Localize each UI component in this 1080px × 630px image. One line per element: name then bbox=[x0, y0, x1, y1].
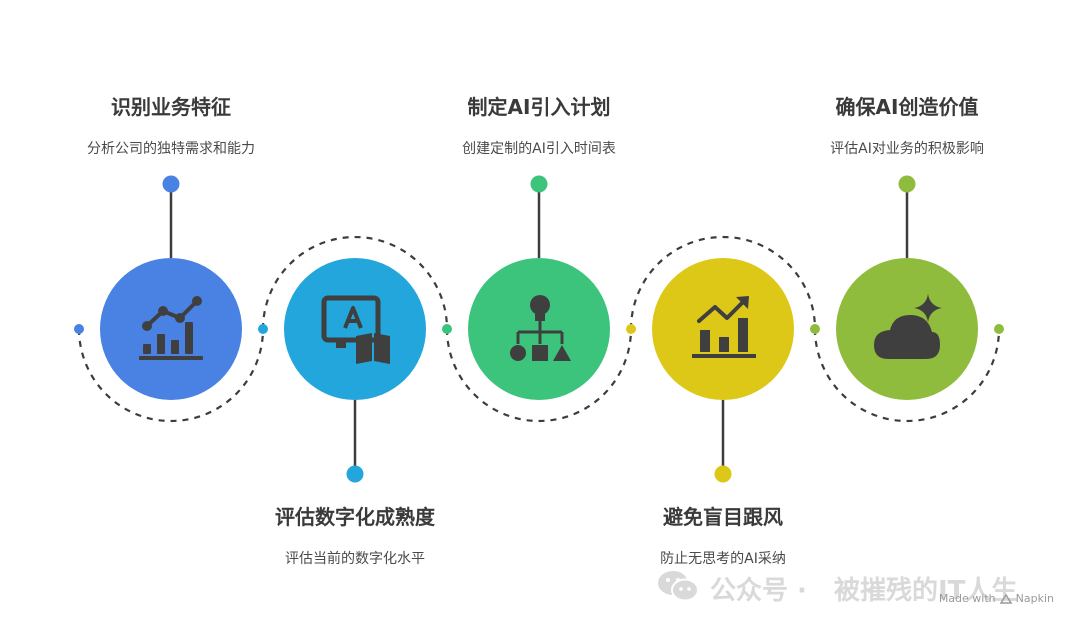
connector-dot bbox=[258, 324, 268, 334]
stem-dot bbox=[898, 175, 916, 193]
step-title: 识别业务特征 bbox=[111, 95, 231, 119]
connector-arc bbox=[77, 328, 265, 423]
napkin-brand: Napkin bbox=[1015, 592, 1054, 605]
step-desc: 评估当前的数字化水平 bbox=[285, 551, 425, 567]
made-with-credit: Made with Napkin bbox=[939, 592, 1054, 605]
step-icons bbox=[139, 294, 942, 364]
stem-dot bbox=[530, 175, 548, 193]
label-stems bbox=[162, 175, 916, 483]
connector-arc bbox=[629, 235, 817, 330]
connector-dot bbox=[626, 324, 636, 334]
step-title: 评估数字化成熟度 bbox=[275, 505, 435, 529]
connector-arc bbox=[261, 235, 449, 330]
connector-dot bbox=[994, 324, 1004, 334]
step-label: 制定AI引入计划创建定制的AI引入时间表 bbox=[419, 91, 659, 158]
connector-dots bbox=[74, 324, 1004, 334]
connector-dot bbox=[810, 324, 820, 334]
step-label: 避免盲目跟风防止无思考的AI采纳 bbox=[603, 501, 843, 568]
bar-trend-up-icon bbox=[692, 296, 756, 358]
stem-dot bbox=[162, 175, 180, 193]
ai-screen-book-icon bbox=[321, 295, 390, 364]
step-circle bbox=[652, 258, 794, 400]
connector-dot bbox=[74, 324, 84, 334]
connector-dot bbox=[442, 324, 452, 334]
step-title: 确保AI创造价值 bbox=[835, 95, 979, 119]
step-label: 识别业务特征分析公司的独特需求和能力 bbox=[51, 91, 291, 158]
napkin-logo-icon bbox=[999, 593, 1012, 604]
step-desc: 分析公司的独特需求和能力 bbox=[87, 141, 255, 157]
dashed-connectors bbox=[77, 235, 1001, 423]
cloud-sparkle-icon bbox=[874, 294, 942, 359]
step-circle bbox=[284, 258, 426, 400]
step-title: 避免盲目跟风 bbox=[663, 505, 783, 529]
step-desc: 创建定制的AI引入时间表 bbox=[462, 141, 616, 157]
step-desc: 评估AI对业务的积极影响 bbox=[830, 141, 984, 157]
step-label: 确保AI创造价值评估AI对业务的积极影响 bbox=[787, 91, 1027, 158]
stem-dot bbox=[714, 465, 732, 483]
connector-arc bbox=[445, 328, 633, 423]
step-desc: 防止无思考的AI采纳 bbox=[660, 551, 786, 567]
made-with-text: Made with bbox=[938, 592, 996, 605]
step-title: 制定AI引入计划 bbox=[467, 95, 611, 119]
step-circle bbox=[100, 258, 242, 400]
chart-growth-icon bbox=[139, 296, 203, 360]
step-label: 评估数字化成熟度评估当前的数字化水平 bbox=[235, 501, 475, 568]
bulb-hierarchy-icon bbox=[510, 295, 571, 361]
stem-dot bbox=[346, 465, 364, 483]
connector-arc bbox=[813, 328, 1001, 423]
